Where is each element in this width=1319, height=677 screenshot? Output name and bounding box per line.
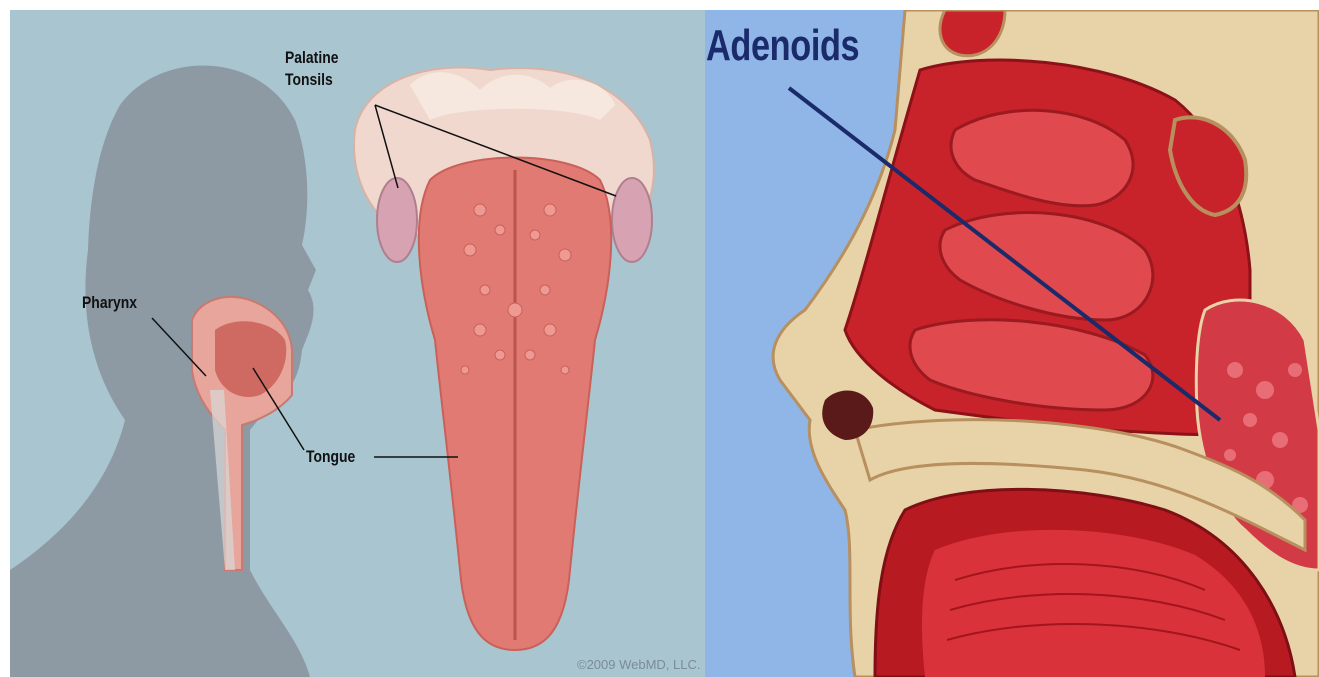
adenoids-anatomy-illustration: Adenoids [705,10,1319,677]
pharynx-label: Pharynx [82,293,137,313]
adenoids-label: Adenoids [706,22,859,70]
adenoids-anatomy-drawing [705,10,1319,677]
throat-anatomy-drawing [10,10,705,677]
right-palatine-tonsil [612,178,652,262]
left-palatine-tonsil [377,178,417,262]
palatine-tonsils-label-line2: Tonsils [285,70,333,90]
palatine-tonsils-label-line1: Palatine [285,48,338,68]
copyright-text: ©2009 WebMD, LLC. [577,657,701,672]
throat-anatomy-illustration: Palatine Tonsils Pharynx Tongue ©2009 We… [10,10,705,677]
tongue-label: Tongue [306,447,355,467]
